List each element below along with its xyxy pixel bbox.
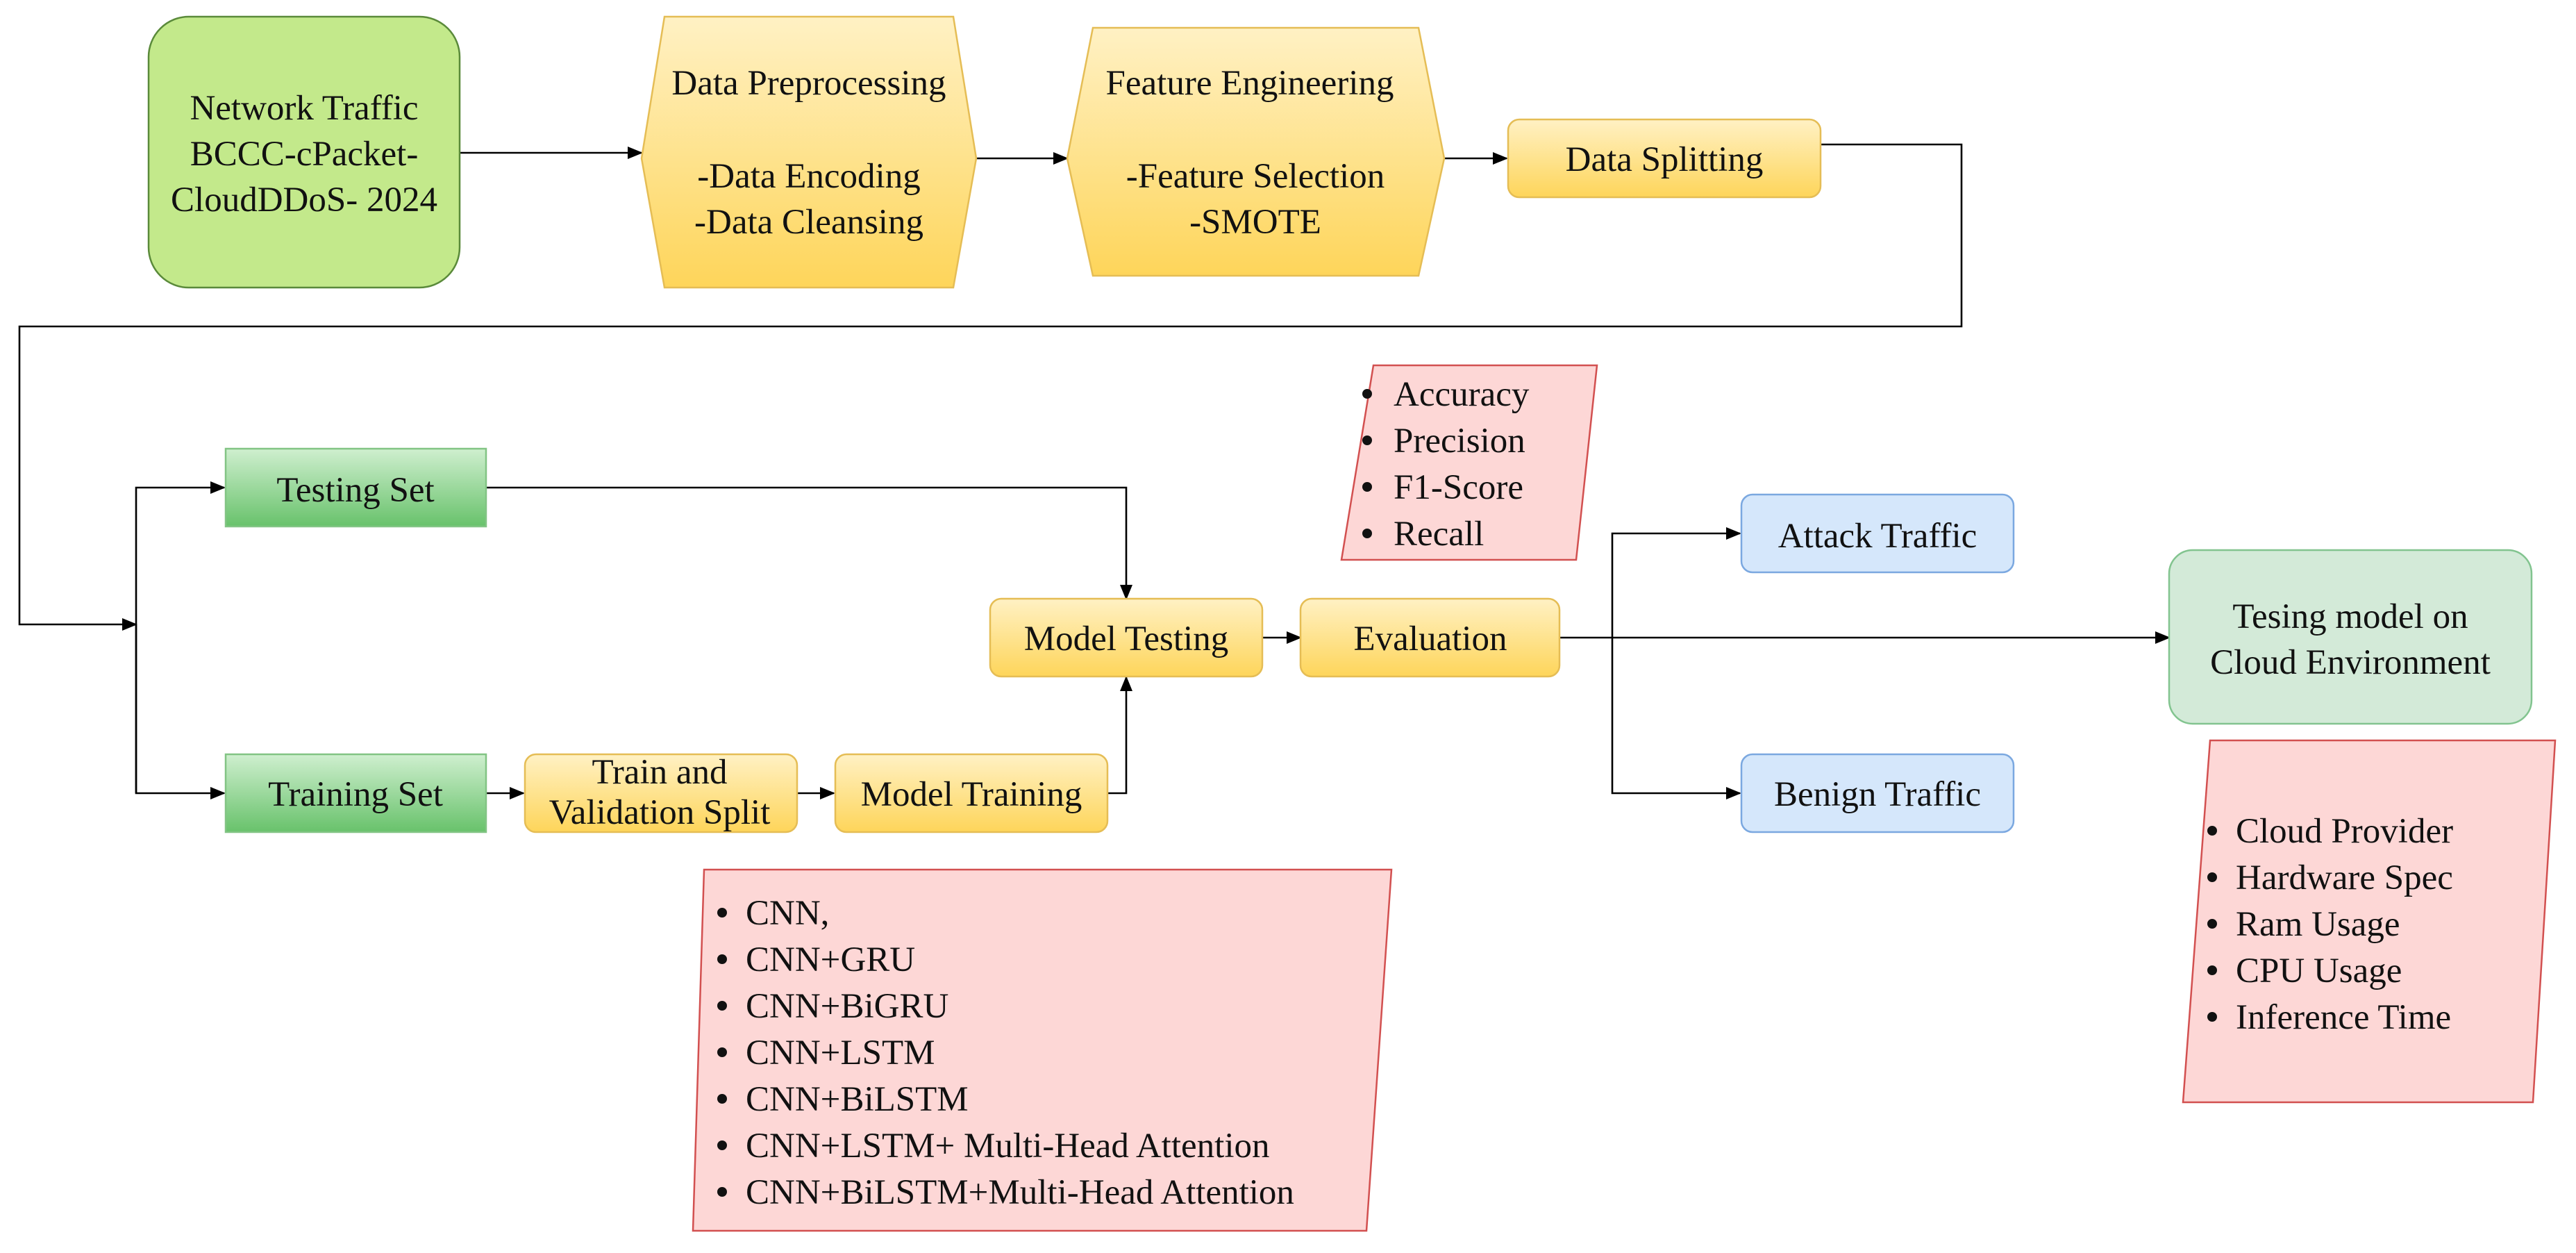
- model-training-label: Model Training: [861, 775, 1082, 814]
- models-item-5: CNN+BiLSTM: [746, 1080, 969, 1119]
- arrow-testing-set-to-model-testing: [486, 486, 1132, 600]
- data-splitting-node: Data Splitting: [1507, 118, 1822, 199]
- arrow-junction-to-testing-set: [135, 481, 226, 793]
- arrow-model-training-to-model-testing: [1107, 676, 1132, 795]
- connectors: [18, 143, 2171, 799]
- metrics-item-recall: Recall: [1394, 515, 1484, 554]
- metrics-item-f1-score: F1-Score: [1394, 468, 1523, 507]
- metrics-bullet-2: [1362, 435, 1372, 445]
- network-traffic-node: Network Traffic BCCC-cPacket- CloudDDoS-…: [147, 15, 461, 289]
- models-item-6: CNN+LSTM+ Multi-Head Attention: [746, 1127, 1270, 1165]
- metrics-item-accuracy: Accuracy: [1394, 375, 1530, 414]
- models-item-7: CNN+BiLSTM+Multi-Head Attention: [746, 1173, 1294, 1212]
- training-set-label: Training Set: [268, 775, 443, 814]
- data-splitting-label: Data Splitting: [1566, 140, 1764, 179]
- feature-engineering-item-selection: -Feature Selection: [1126, 157, 1385, 196]
- cloud-metrics-item-provider: Cloud Provider: [2236, 812, 2453, 851]
- data-preprocessing-title: Data Preprocessing: [671, 64, 946, 103]
- arrow-evaluation-to-benign-traffic: [1611, 638, 1741, 799]
- cloud-metrics-item-inference: Inference Time: [2236, 998, 2451, 1037]
- models-bullet-5: [717, 1094, 727, 1104]
- testing-set-label: Testing Set: [276, 471, 434, 510]
- testing-set-node: Testing Set: [224, 447, 487, 528]
- metrics-note: Accuracy Precision F1-Score Recall: [1340, 364, 1598, 561]
- attack-traffic-label: Attack Traffic: [1778, 517, 1977, 556]
- models-bullet-7: [717, 1187, 727, 1197]
- train-validation-split-node: Train and Validation Split: [524, 753, 798, 833]
- models-bullet-2: [717, 954, 727, 964]
- cloud-metrics-bullet-2: [2207, 872, 2217, 882]
- train-validation-split-line-1: Train and: [592, 753, 727, 792]
- models-bullet-1: [717, 908, 727, 918]
- cloud-metrics-item-cpu: CPU Usage: [2236, 952, 2402, 990]
- metrics-bullet-4: [1362, 529, 1372, 538]
- feature-engineering-node: Feature Engineering -Feature Selection -…: [1066, 26, 1446, 277]
- data-preprocessing-item-encoding: -Data Encoding: [697, 157, 920, 196]
- models-note: CNN, CNN+GRU CNN+BiGRU CNN+LSTM CNN+BiLS…: [692, 868, 1393, 1232]
- training-set-node: Training Set: [224, 753, 487, 833]
- metrics-bullet-3: [1362, 482, 1372, 492]
- models-bullet-6: [717, 1140, 727, 1150]
- benign-traffic-node: Benign Traffic: [1740, 753, 2015, 833]
- cloud-metrics-bullet-1: [2207, 826, 2217, 836]
- models-item-2: CNN+GRU: [746, 940, 915, 979]
- model-testing-node: Model Testing: [989, 597, 1264, 678]
- metrics-item-precision: Precision: [1394, 422, 1525, 460]
- arrow-junction-to-training-set: [135, 625, 226, 799]
- model-training-node: Model Training: [834, 753, 1109, 833]
- feature-engineering-item-smote: -SMOTE: [1189, 203, 1321, 242]
- connector-data-splitting-to-split-junction: [18, 143, 1963, 631]
- models-item-4: CNN+LSTM: [746, 1034, 935, 1072]
- data-preprocessing-node: Data Preprocessing -Data Encoding -Data …: [640, 15, 978, 289]
- cloud-test-line-2: Cloud Environment: [2210, 643, 2491, 682]
- cloud-metrics-item-ram: Ram Usage: [2236, 905, 2400, 944]
- cloud-test-line-1: Tesing model on: [2232, 597, 2468, 636]
- arrow-evaluation-to-attack-traffic: [1611, 527, 1741, 638]
- cloud-metrics-note: Cloud Provider Hardware Spec Ram Usage C…: [2182, 739, 2557, 1104]
- network-traffic-line-2: BCCC-cPacket-: [190, 135, 419, 174]
- models-item-1: CNN,: [746, 894, 829, 933]
- train-validation-split-line-2: Validation Split: [549, 793, 771, 832]
- evaluation-label: Evaluation: [1354, 620, 1507, 658]
- network-traffic-line-1: Network Traffic: [190, 89, 418, 128]
- network-traffic-line-3: CloudDDoS- 2024: [171, 181, 437, 219]
- model-testing-label: Model Testing: [1024, 620, 1228, 658]
- cloud-metrics-bullet-4: [2207, 965, 2217, 975]
- cloud-test-node: Tesing model on Cloud Environment: [2168, 549, 2533, 725]
- cloud-metrics-bullet-3: [2207, 919, 2217, 929]
- benign-traffic-label: Benign Traffic: [1774, 775, 1981, 814]
- models-item-3: CNN+BiGRU: [746, 987, 948, 1026]
- feature-engineering-title: Feature Engineering: [1106, 64, 1394, 103]
- attack-traffic-node: Attack Traffic: [1740, 493, 2015, 574]
- cloud-metrics-bullet-5: [2207, 1012, 2217, 1022]
- cloud-metrics-item-hardware: Hardware Spec: [2236, 858, 2453, 897]
- models-bullet-4: [717, 1047, 727, 1057]
- evaluation-node: Evaluation: [1299, 597, 1561, 678]
- data-preprocessing-item-cleansing: -Data Cleansing: [694, 203, 923, 242]
- metrics-bullet-1: [1362, 389, 1372, 399]
- models-bullet-3: [717, 1001, 727, 1011]
